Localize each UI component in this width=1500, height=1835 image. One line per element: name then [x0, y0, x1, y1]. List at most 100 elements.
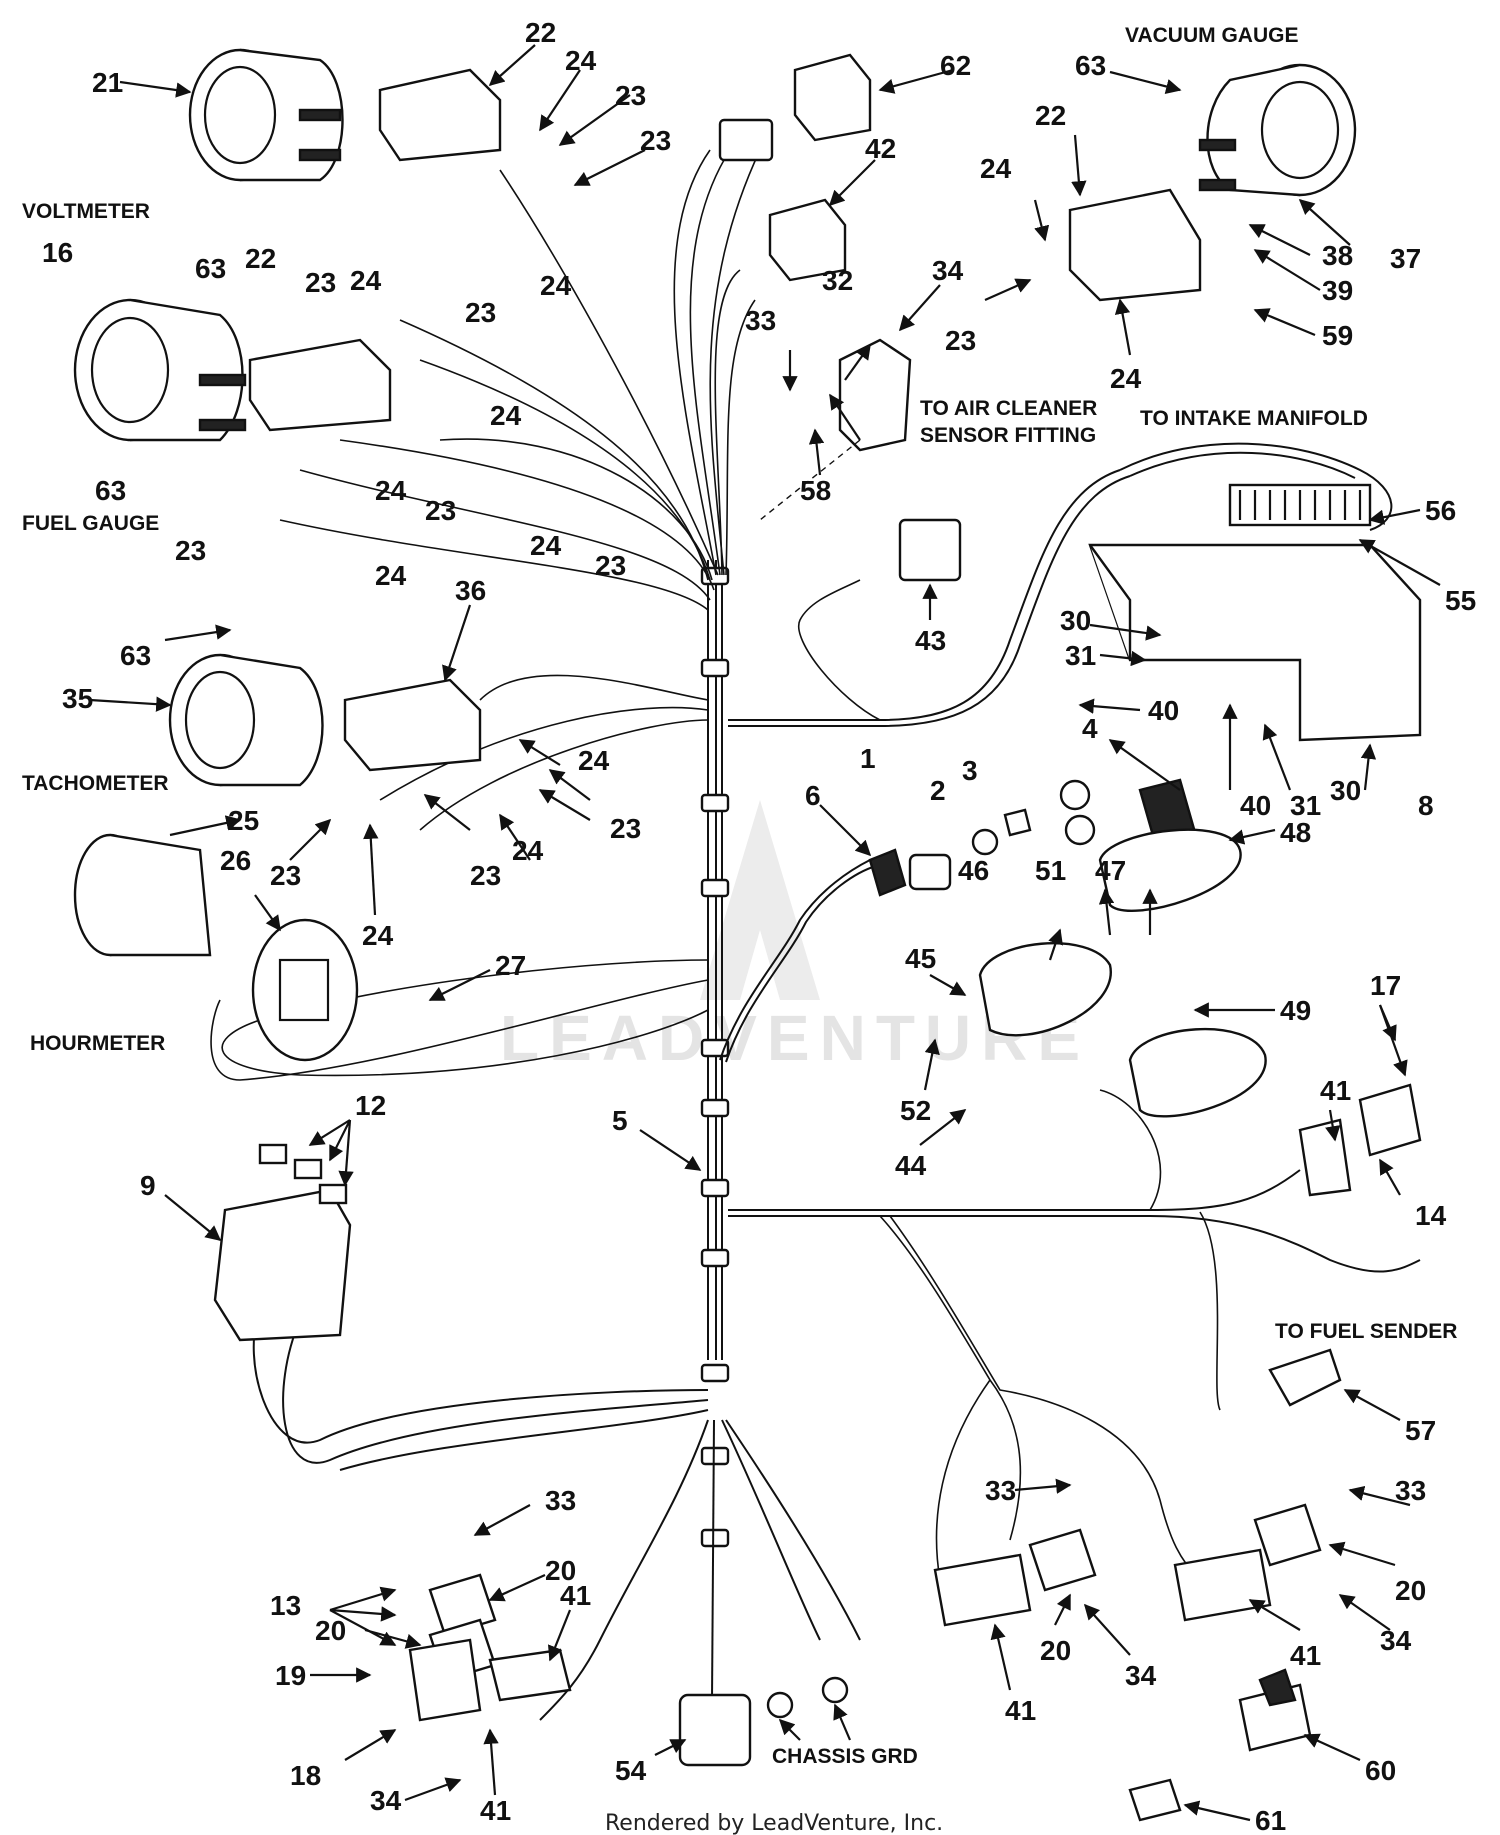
callout-46: 46: [958, 855, 989, 886]
callout-2: 2: [930, 775, 946, 806]
callout-58: 58: [800, 475, 831, 506]
callout-24: 24: [350, 265, 382, 296]
label-sensor-fitting: SENSOR FITTING: [920, 424, 1096, 447]
callout-5: 5: [612, 1105, 628, 1136]
callout-24: 24: [578, 745, 610, 776]
callout-20: 20: [545, 1555, 576, 1586]
callout-23: 23: [615, 80, 646, 111]
callout-24: 24: [490, 400, 522, 431]
label-hourmeter: HOURMETER: [30, 1032, 165, 1055]
callout-24: 24: [540, 270, 572, 301]
voltmeter: [188, 48, 344, 182]
callout-23: 23: [305, 267, 336, 298]
callout-45: 45: [905, 943, 936, 974]
callout-23: 23: [465, 297, 496, 328]
callout-63: 63: [195, 253, 226, 284]
callout-60: 60: [1365, 1755, 1396, 1786]
light-housing: [978, 828, 1267, 1118]
callout-4: 4: [1082, 713, 1098, 744]
label-chassis-grd: CHASSIS GRD: [772, 1745, 918, 1768]
callout-21: 21: [92, 67, 123, 98]
callout-6: 6: [805, 780, 821, 811]
fuse-block: [213, 1143, 352, 1342]
callout-57: 57: [1405, 1415, 1436, 1446]
callout-9: 9: [140, 1170, 156, 1201]
callout-62: 62: [940, 50, 971, 81]
callout-41: 41: [480, 1795, 511, 1826]
sensor-32: [838, 338, 912, 452]
callout-40: 40: [1148, 695, 1179, 726]
callout-20: 20: [1395, 1575, 1426, 1606]
callout-24: 24: [980, 153, 1012, 184]
chassis-ground-terminals: [766, 1676, 849, 1719]
callout-23: 23: [945, 325, 976, 356]
callout-30: 30: [1330, 775, 1361, 806]
callout-31: 31: [1290, 790, 1321, 821]
callout-14: 14: [1415, 1200, 1447, 1231]
ignition-switch: [908, 808, 1032, 891]
callout-23: 23: [175, 535, 206, 566]
callout-18: 18: [290, 1760, 321, 1791]
callout-24: 24: [1110, 363, 1142, 394]
callout-41: 41: [1320, 1075, 1351, 1106]
callout-23: 23: [610, 813, 641, 844]
label-vacuum-gauge: VACUUM GAUGE: [1125, 24, 1298, 47]
switch-assembly-lower-left: [408, 1573, 572, 1722]
callout-22: 22: [245, 243, 276, 274]
fuel-sender-sensor: [1268, 1348, 1342, 1407]
callout-54: 54: [615, 1755, 647, 1786]
callout-34: 34: [1380, 1625, 1412, 1656]
callout-24: 24: [512, 835, 544, 866]
callout-41: 41: [1005, 1695, 1036, 1726]
callout-24: 24: [375, 560, 407, 591]
bracket-22-mid: [248, 338, 392, 432]
connector-62-plug: [718, 118, 774, 162]
connector-54: [678, 1693, 752, 1767]
callout-1: 1: [860, 743, 876, 774]
callout-33: 33: [1395, 1475, 1426, 1506]
callout-33: 33: [545, 1485, 576, 1516]
switch-assembly-lower-right: [933, 1503, 1322, 1627]
vacuum-gauge: [1198, 63, 1357, 197]
callout-34: 34: [370, 1785, 402, 1816]
callout-17: 17: [1370, 970, 1401, 1001]
watermark-text: LEADVENTURE: [500, 1002, 1090, 1074]
callout-13: 13: [270, 1590, 301, 1621]
callout-22: 22: [1035, 100, 1066, 131]
tachometer: [168, 653, 324, 787]
callout-63: 63: [120, 640, 151, 671]
callout-43: 43: [915, 625, 946, 656]
switch-43: [898, 518, 962, 582]
callout-39: 39: [1322, 275, 1353, 306]
callout-34: 34: [932, 255, 964, 286]
bracket-36: [343, 678, 482, 772]
rocker-switch: [1238, 1668, 1312, 1752]
callout-23: 23: [270, 860, 301, 891]
callout-25: 25: [228, 805, 259, 836]
callout-48: 48: [1280, 817, 1311, 848]
callout-42: 42: [865, 133, 896, 164]
hourmeter-bezel: [251, 918, 359, 1062]
callout-56: 56: [1425, 495, 1456, 526]
callout-24: 24: [362, 920, 394, 951]
callout-23: 23: [595, 550, 626, 581]
callout-41: 41: [560, 1580, 591, 1611]
callout-27: 27: [495, 950, 526, 981]
callout-37: 37: [1390, 243, 1421, 274]
callout-36: 36: [455, 575, 486, 606]
micro-switch-61: [1128, 1778, 1182, 1822]
callout-22: 22: [525, 17, 556, 48]
hourmeter: [73, 833, 212, 957]
callout-55: 55: [1445, 585, 1476, 616]
callout-8: 8: [1418, 790, 1434, 821]
bracket-22-right: [1068, 188, 1202, 302]
callout-19: 19: [275, 1660, 306, 1691]
relay-62: [793, 53, 872, 142]
callout-30: 30: [1060, 605, 1091, 636]
main-harness: [210, 149, 1421, 1721]
callout-35: 35: [62, 683, 93, 714]
label-fuel-gauge: FUEL GAUGE: [22, 512, 159, 535]
callout-33: 33: [985, 1475, 1016, 1506]
callout-23: 23: [425, 495, 456, 526]
